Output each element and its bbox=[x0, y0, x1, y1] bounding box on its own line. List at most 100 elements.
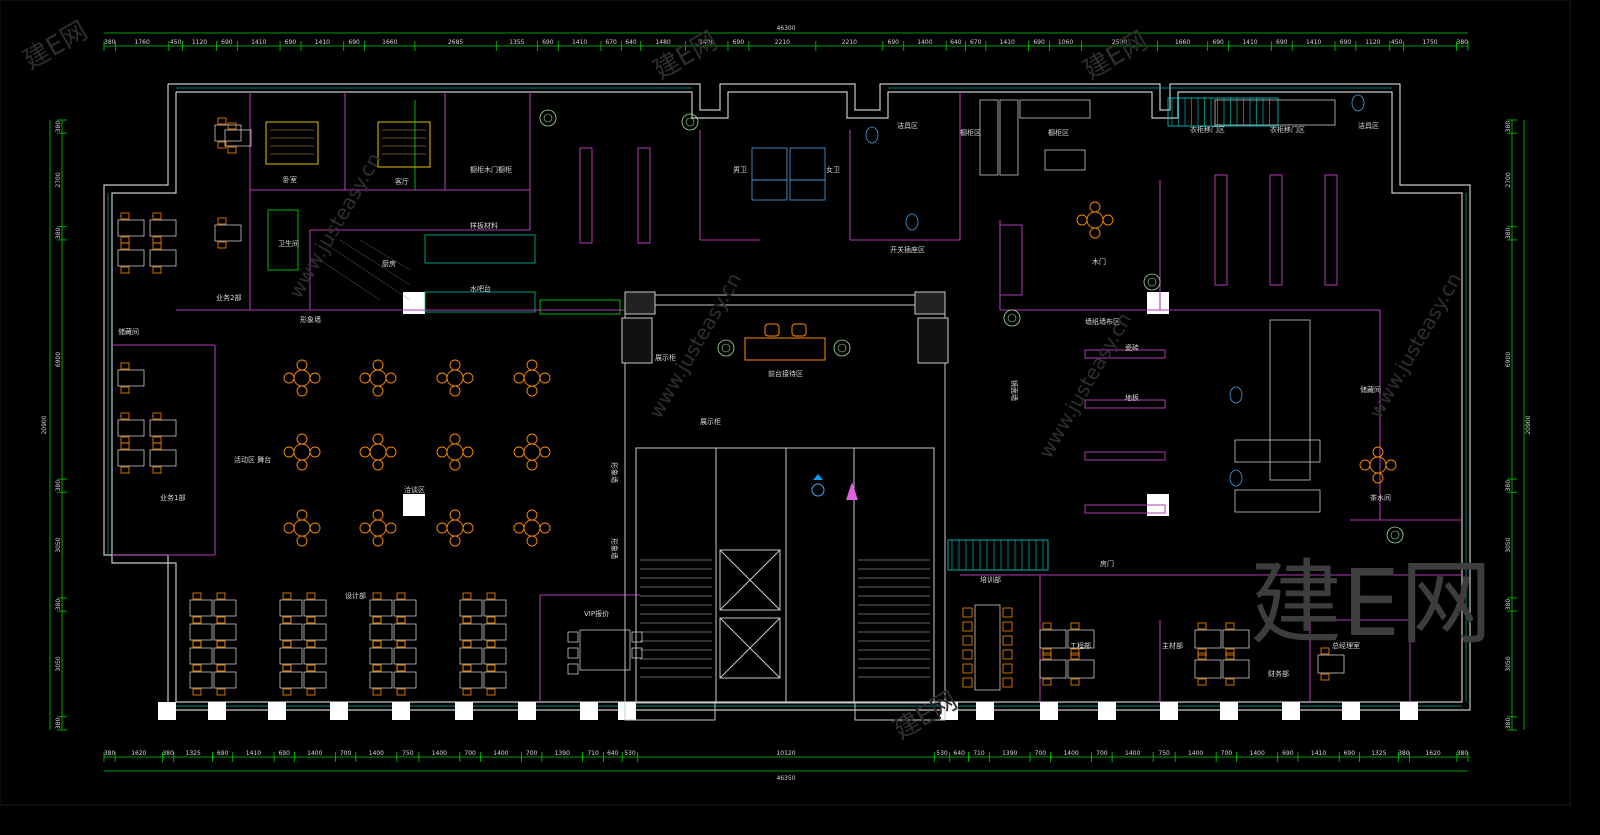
top-dim-label: 690 bbox=[348, 39, 360, 46]
round-table bbox=[1359, 446, 1397, 484]
desk bbox=[149, 212, 177, 244]
green-fixtures bbox=[267, 100, 621, 315]
label-wardrobe-door-2: 衣柜移门区 bbox=[1270, 125, 1305, 134]
top-dim-label: 690 bbox=[1340, 39, 1352, 46]
round-table bbox=[436, 359, 474, 397]
top-dim-label: 1750 bbox=[1422, 39, 1437, 46]
right-dim-label: 6900 bbox=[1505, 352, 1512, 367]
top-dim-label: 2210 bbox=[775, 39, 790, 46]
column bbox=[1400, 702, 1418, 720]
column bbox=[455, 702, 473, 720]
plant bbox=[717, 339, 735, 357]
chair bbox=[962, 621, 973, 632]
overall-width-top: 46300 bbox=[776, 25, 795, 32]
bottom-dim-label: 1400 bbox=[1250, 750, 1265, 757]
label-image-wall-3: 形象墙 bbox=[610, 538, 619, 559]
label-sink-male: 男卫 bbox=[733, 166, 747, 174]
label-finance: 财务部 bbox=[1268, 669, 1289, 678]
label-kitchen: 厨房 bbox=[382, 259, 396, 268]
right-dim-label: 3050 bbox=[1505, 656, 1512, 671]
bottom-dim-label: 690 bbox=[1282, 750, 1294, 757]
column bbox=[618, 702, 636, 720]
column bbox=[976, 702, 994, 720]
label-sanitary-2: 洁具区 bbox=[1358, 121, 1379, 130]
top-dim-label: 1120 bbox=[192, 39, 207, 46]
label-engineering: 工程部 bbox=[1070, 641, 1091, 650]
desk bbox=[483, 664, 507, 696]
desk bbox=[149, 242, 177, 274]
bottom-dim-label: 710 bbox=[973, 750, 985, 757]
label-display-cabinet-2: 展示柜 bbox=[700, 417, 721, 426]
column bbox=[268, 702, 286, 720]
meeting-chairs bbox=[962, 607, 1013, 688]
bottom-dim-label: 380 bbox=[1457, 750, 1469, 757]
round-table bbox=[283, 359, 321, 397]
label-activity-stage: 活动区 舞台 bbox=[234, 455, 271, 464]
round-table bbox=[436, 433, 474, 471]
label-meeting: 培训部 bbox=[980, 575, 1001, 584]
bottom-dim-label: 1410 bbox=[1311, 750, 1326, 757]
desk bbox=[149, 442, 177, 474]
top-dim-label: 1410 bbox=[1000, 39, 1015, 46]
column bbox=[1098, 702, 1116, 720]
label-image-wall: 形象墙 bbox=[300, 315, 321, 324]
label-negotiation: 洽谈区 bbox=[404, 485, 425, 494]
wardrobe-slats bbox=[951, 98, 1270, 570]
bottom-dim-label: 700 bbox=[526, 750, 538, 757]
desk bbox=[117, 442, 145, 474]
label-living: 客厅 bbox=[395, 177, 409, 186]
label-material-dept: 主材部 bbox=[1162, 641, 1183, 650]
meeting-table bbox=[974, 604, 1001, 691]
right-dim-label: 2700 bbox=[1505, 172, 1512, 187]
plant bbox=[1003, 309, 1021, 327]
right-dim-label: 380 bbox=[1505, 480, 1512, 492]
desk bbox=[1317, 647, 1345, 681]
label-tea-room: 茶水间 bbox=[1370, 493, 1391, 502]
bedroom-hatching bbox=[270, 129, 426, 155]
desk bbox=[279, 664, 303, 696]
column bbox=[580, 702, 598, 720]
label-display-cabinet: 展示柜 bbox=[655, 353, 676, 362]
bottom-dim-label: 380 bbox=[1398, 750, 1410, 757]
top-dim-label: 1060 bbox=[1058, 39, 1073, 46]
bottom-dim-label: 1325 bbox=[186, 750, 201, 757]
top-dim-label: 690 bbox=[542, 39, 554, 46]
bottom-dim-label: 1390 bbox=[555, 750, 570, 757]
left-dim-label: 380 bbox=[55, 121, 62, 133]
bottom-dim-label: 380 bbox=[104, 750, 116, 757]
desk bbox=[459, 664, 483, 696]
core-corner-columns bbox=[621, 291, 949, 364]
right-dim-label: 380 bbox=[1505, 121, 1512, 133]
stairs bbox=[640, 559, 930, 678]
top-dim-label: 450 bbox=[170, 39, 182, 46]
bottom-dim-label: 690 bbox=[1344, 750, 1356, 757]
round-table bbox=[513, 509, 551, 547]
chair bbox=[962, 607, 973, 618]
top-dim-label: 450 bbox=[1391, 39, 1403, 46]
chair bbox=[1002, 607, 1013, 618]
desk bbox=[117, 362, 145, 394]
desk bbox=[1222, 622, 1250, 656]
top-dim-label: 1410 bbox=[572, 39, 587, 46]
top-dim-label: 1660 bbox=[382, 39, 397, 46]
label-sink-female: 女卫 bbox=[826, 165, 840, 174]
desk bbox=[149, 412, 177, 444]
top-dim-label: 1410 bbox=[251, 39, 266, 46]
label-sanitary: 洁具区 bbox=[897, 121, 918, 130]
round-table bbox=[283, 509, 321, 547]
negotiation-tables bbox=[283, 201, 1397, 547]
bottom-dim-label: 700 bbox=[1096, 750, 1108, 757]
column bbox=[518, 702, 536, 720]
water-bar bbox=[424, 234, 536, 313]
bottom-dim-label: 1400 bbox=[307, 750, 322, 757]
desk bbox=[214, 217, 242, 249]
reception-person-icon bbox=[811, 474, 858, 500]
column bbox=[1160, 702, 1178, 720]
desk bbox=[1039, 622, 1067, 656]
bottom-dim-label: 1410 bbox=[246, 750, 261, 757]
bottom-dim-label: 710 bbox=[587, 750, 599, 757]
label-whole-wood: 橱柜木门橱柜 bbox=[470, 165, 512, 174]
left-dim-label: 380 bbox=[55, 480, 62, 492]
top-dim-label: 1120 bbox=[1365, 39, 1380, 46]
